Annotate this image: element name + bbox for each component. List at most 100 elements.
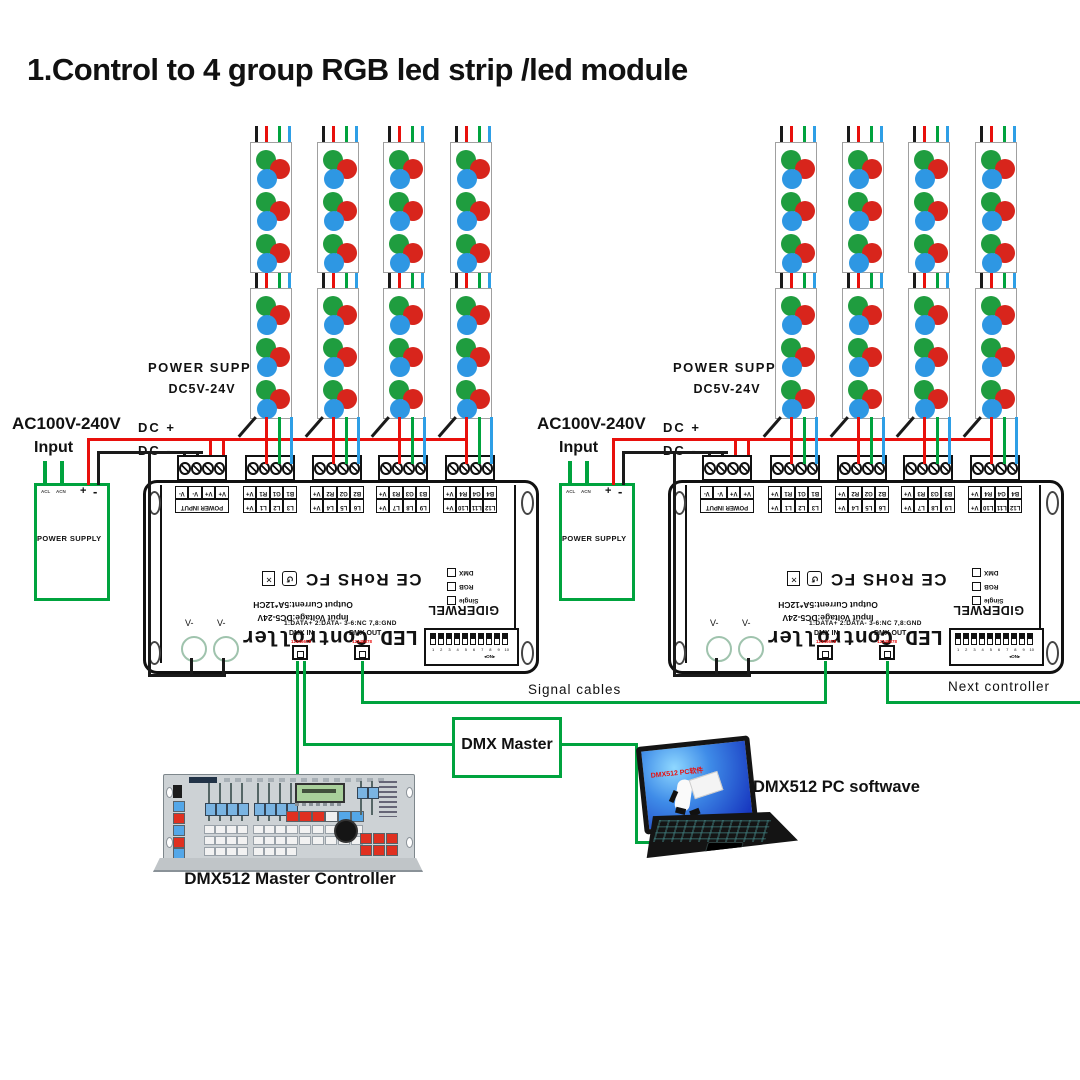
- terminal-label-cell: L4: [848, 499, 862, 513]
- dmx-in-label-right: DMX IN: [814, 630, 839, 637]
- strip-wire-top-right: [980, 126, 983, 143]
- strip-wire-top-right: [1013, 126, 1016, 143]
- console-fader-cap: [264, 803, 276, 816]
- vminus-jack-right: [706, 636, 732, 662]
- laptop-screen-figure-leg: [675, 806, 687, 815]
- strip-wire-mid-left: [345, 270, 348, 289]
- brand-text-right: GIDERWEL: [953, 601, 1024, 617]
- strip-wire-mid-left: [332, 270, 335, 289]
- console-fader-cap: [215, 803, 227, 816]
- led-blue: [457, 169, 477, 189]
- spec-line2-right: Output Current:5A*12CH: [778, 600, 878, 610]
- strip-wire-top-left: [278, 126, 281, 143]
- console-button: [253, 825, 264, 834]
- ac-wire-right: [568, 461, 572, 484]
- led-blue: [390, 315, 410, 335]
- strip-wire-top-left: [332, 126, 335, 143]
- strip-wire-green-right: [1003, 417, 1006, 464]
- power-in-drop-red-left: [222, 440, 225, 465]
- dip-slider: [462, 633, 468, 645]
- ps-box-label-left: POWER SUPPLY: [37, 534, 102, 543]
- console-fader-track: [219, 783, 221, 821]
- terminal-label-cell: G4: [995, 486, 1009, 500]
- console-jog-wheel: [334, 819, 358, 843]
- terminal-screw: [1006, 461, 1018, 475]
- terminal-label-cell: V+: [768, 486, 782, 500]
- led-blue: [915, 169, 935, 189]
- terminal-screw: [928, 461, 940, 475]
- signal-wire-next-v: [886, 661, 889, 703]
- console-fader-track: [208, 783, 210, 821]
- led-blue: [390, 253, 410, 273]
- certification-marks-left: CE RoHS FC: [246, 560, 438, 598]
- console-side-button: [173, 837, 185, 848]
- dip-number: 6: [472, 647, 476, 652]
- terminal-screw: [348, 461, 360, 475]
- weee-bin-icon: [787, 571, 801, 587]
- dmx-in-label-left: DMX IN: [289, 630, 314, 637]
- terminal-label-cell: G2: [862, 486, 876, 500]
- console-mode-button: [286, 811, 299, 822]
- terminal-screw: [337, 461, 349, 475]
- led-strip-left: [317, 288, 359, 419]
- terminal-screw: [783, 461, 795, 475]
- terminal-label-cell: L1: [256, 499, 270, 513]
- dip-number: 9: [1022, 647, 1025, 652]
- dip-slider: [470, 633, 476, 645]
- strip-wire-mid-left: [478, 270, 481, 289]
- ps-terminal-acl-right: ACL: [566, 489, 576, 494]
- console-mode-button: [299, 811, 312, 822]
- vminus-wire-stub-left: [190, 658, 193, 676]
- strip-wire-top-right: [790, 126, 793, 143]
- signal-wire-link-v1: [361, 661, 364, 703]
- terminal-screw: [905, 461, 917, 475]
- terminal-label-cell: V+: [215, 486, 229, 500]
- led-blue: [849, 357, 869, 377]
- terminal-screw: [795, 461, 807, 475]
- dip-slider: [446, 633, 452, 645]
- strip-wire-black-diag-right: [829, 416, 849, 438]
- strip-wire-top-left: [288, 126, 291, 143]
- strip-wire-mid-right: [813, 270, 816, 289]
- console-fader-track: [230, 783, 232, 821]
- controller-ear-line-right: [1039, 485, 1041, 663]
- led-blue: [915, 253, 935, 273]
- led-strip-right: [842, 142, 884, 273]
- console-button: [275, 847, 286, 856]
- mount-hole-right: [1046, 491, 1059, 515]
- dmx-in-pins-right: 12345678: [816, 639, 837, 644]
- signal-wire-link-h: [361, 701, 827, 704]
- dip-number: 2: [965, 647, 968, 652]
- dip-number: 4: [456, 647, 459, 652]
- terminal-label-cell: L7: [914, 499, 928, 513]
- power-supply-voltage-left: DC5V-24V: [168, 382, 236, 396]
- certification-marks-right: CE RoHS FC: [771, 560, 963, 598]
- console-side-button: [173, 848, 185, 859]
- terminal-label-cell: L10: [456, 499, 470, 513]
- led-blue: [257, 315, 277, 335]
- led-blue: [457, 357, 477, 377]
- console-button: [264, 836, 275, 845]
- dmx-master-label: DMX Master: [461, 736, 553, 753]
- terminal-label-cell: L1: [781, 499, 795, 513]
- led-blue: [982, 253, 1002, 273]
- terminal-label-cell: R1: [781, 486, 795, 500]
- strip-wire-mid-left: [488, 270, 491, 289]
- dip-number: 1: [956, 647, 960, 652]
- terminal-label-cell: B2: [875, 486, 889, 500]
- power-in-drop-red-right: [734, 440, 737, 465]
- ac-voltage-label-right: AC100V-240V: [537, 414, 646, 433]
- vminus-jack-left: [181, 636, 207, 662]
- console-power-switch: [173, 785, 182, 798]
- strip-wire-top-left: [455, 126, 458, 143]
- terminal-label-cell: G1: [795, 486, 809, 500]
- led-blue: [257, 253, 277, 273]
- ps-terminal-plus-right: +: [605, 485, 612, 497]
- dmx-master-box: DMX Master: [452, 717, 562, 778]
- terminal-label-cell: V-: [188, 486, 202, 500]
- console-mount-hole: [166, 837, 173, 848]
